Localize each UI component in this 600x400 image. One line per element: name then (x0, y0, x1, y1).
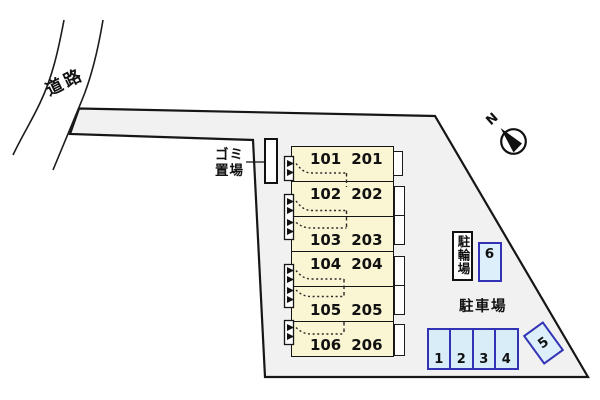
space-number: 3 (479, 351, 489, 367)
space-number: 5 (534, 333, 552, 353)
space-number: 1 (434, 351, 444, 367)
garbage-label-line1: ゴミ (215, 147, 244, 163)
unit-number-1f: 106 (309, 336, 342, 354)
unit-number-1f: 104 (309, 255, 342, 273)
parking-space-3: 3 (471, 329, 495, 368)
parking-space-5: 5 (522, 321, 564, 365)
unit-102-202: 102 202 (290, 181, 394, 217)
garbage-storage-label: ゴミ 置場 (215, 147, 244, 179)
unit-number-2f: 204 (351, 255, 383, 273)
unit-number-1f: 103 (309, 231, 342, 249)
unit-105-205: 105 205 (290, 286, 394, 322)
parking-row: 1 2 3 4 (426, 327, 519, 370)
unit-number-2f: 203 (351, 231, 383, 249)
parking-space-4: 4 (494, 329, 517, 368)
balcony (393, 215, 405, 245)
balcony (393, 285, 405, 315)
unit-number-1f: 105 (309, 301, 342, 319)
unit-number-2f: 206 (351, 336, 383, 354)
parking-space-2: 2 (449, 329, 472, 368)
balcony (393, 324, 405, 356)
road-label: 道路 (42, 64, 88, 101)
balcony (393, 186, 405, 216)
unit-104-204: 104 204 (290, 251, 394, 287)
unit-number-1f: 102 (309, 185, 342, 203)
unit-number-2f: 201 (351, 150, 383, 168)
north-compass-icon (500, 128, 527, 155)
garbage-label-line2: 置場 (215, 163, 244, 179)
unit-103-203: 103 203 (290, 216, 394, 252)
space-number: 2 (456, 351, 466, 367)
balcony (393, 256, 405, 286)
unit-101-201: 101 201 (290, 146, 394, 182)
bicycle-parking-label: 駐輪場 (455, 235, 471, 276)
unit-number-2f: 205 (351, 301, 383, 319)
north-letter: N (483, 110, 502, 129)
unit-number-2f: 202 (351, 185, 383, 203)
space-number: 6 (484, 245, 495, 262)
unit-106-206: 106 206 (290, 321, 394, 357)
parking-space-6: 6 (477, 241, 502, 282)
garbage-storage-box (264, 138, 278, 184)
car-parking-label: 駐車場 (459, 299, 507, 315)
unit-number-1f: 101 (309, 150, 342, 168)
space-number: 4 (501, 351, 511, 367)
parking-space-1: 1 (429, 330, 450, 368)
bicycle-parking-box: 駐輪場 (451, 230, 473, 281)
